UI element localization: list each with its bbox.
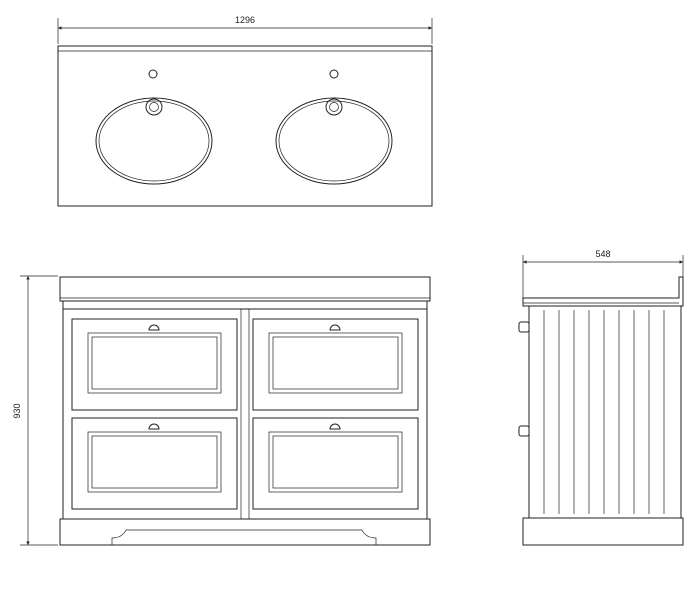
tap-hole-right [329,69,339,79]
cup-handle-icon [329,423,341,430]
plinth [59,518,431,546]
drain-right [325,98,343,116]
front-view: 930 [12,275,431,546]
height-dimension: 930 [12,275,58,546]
cabinet-body [62,308,428,520]
side-worktop [522,276,684,307]
side-handle-top [518,321,530,333]
cup-handle-icon [148,423,160,430]
cup-handle-icon [148,324,160,331]
height-label: 930 [12,403,22,418]
width-dimension: 1296 [57,15,433,44]
width-label: 1296 [235,15,255,25]
drawer-top-right [252,318,419,411]
side-handle-bottom [518,425,530,437]
drain-left [145,98,163,116]
side-panelling [543,310,665,514]
drawer-bottom-left [71,417,238,510]
left-basin [95,69,213,185]
top-view: 1296 [57,15,433,207]
tap-hole-left [148,69,158,79]
drawer-top-left [71,318,238,411]
drawer-bottom-right [252,417,419,510]
side-panel [528,305,682,519]
right-basin [275,69,393,185]
depth-label: 548 [595,249,610,259]
depth-dimension: 548 [522,249,684,300]
front-worktop [59,276,431,302]
worktop-outline [57,45,433,207]
side-plinth [522,517,684,546]
cup-handle-icon [329,324,341,331]
side-view: 548 [518,249,684,546]
